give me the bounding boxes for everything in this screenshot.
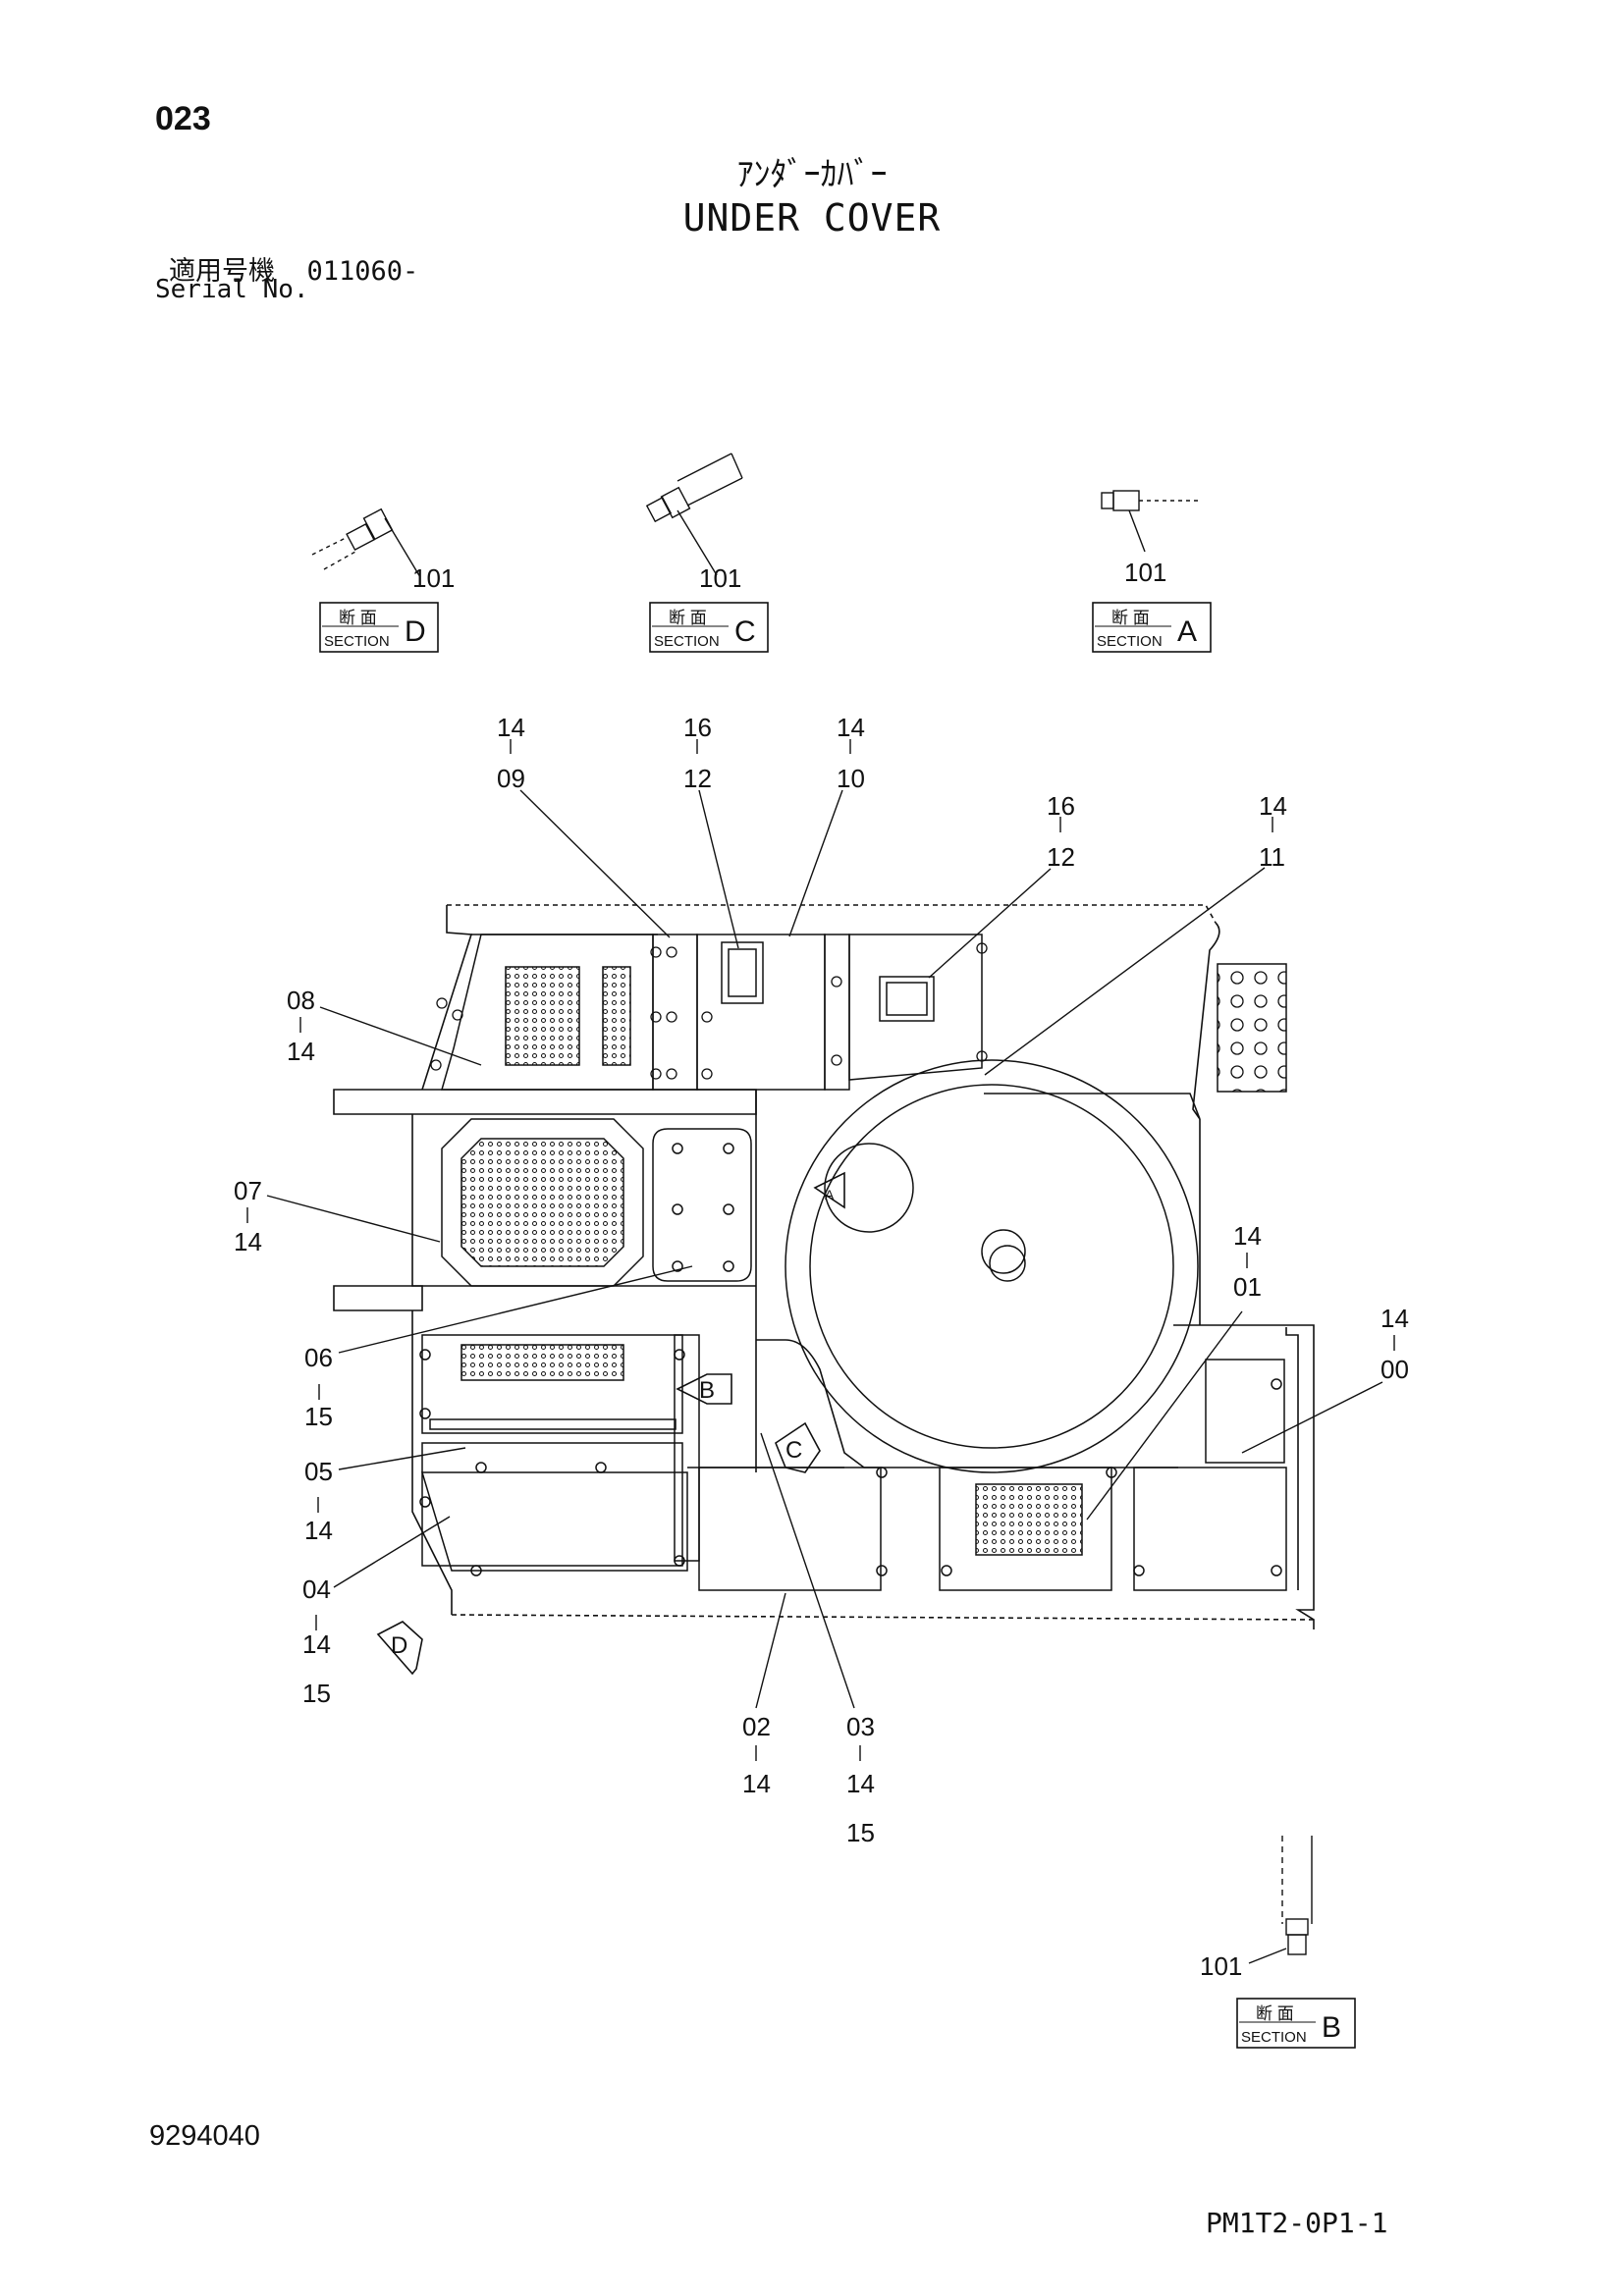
serial-label-english: Serial No.: [155, 275, 309, 304]
callout-10: 14 10: [837, 713, 865, 793]
document-number: 9294040: [149, 2120, 260, 2152]
svg-text:06: 06: [304, 1343, 333, 1372]
svg-text:02: 02: [742, 1712, 771, 1741]
callout-08: 08 14: [287, 986, 315, 1066]
section-d-label: 断 面 SECTION D: [319, 602, 439, 653]
svg-text:15: 15: [846, 1818, 875, 1847]
title-english: UNDER COVER: [682, 196, 942, 240]
swing-ring: [785, 1059, 1199, 1473]
callout-04: 04 14 15: [302, 1575, 331, 1708]
callout-03: 03 14 15: [846, 1712, 875, 1847]
section-a-jp: 断 面: [1111, 609, 1150, 627]
section-b-en: SECTION: [1241, 2029, 1307, 2046]
svg-text:03: 03: [846, 1712, 875, 1741]
svg-text:B: B: [699, 1377, 715, 1404]
svg-text:14: 14: [846, 1769, 875, 1798]
svg-text:14: 14: [302, 1629, 331, 1659]
svg-text:16: 16: [683, 713, 712, 742]
reference-code: PM1T2-0P1-1: [1206, 2207, 1388, 2239]
svg-text:01: 01: [1233, 1272, 1262, 1302]
middle-left-plates: [441, 1118, 752, 1287]
lower-left-panels: [420, 1334, 700, 1572]
svg-text:12: 12: [1047, 842, 1075, 872]
svg-text:C: C: [785, 1437, 802, 1464]
svg-text:14: 14: [1259, 791, 1287, 821]
section-c-en: SECTION: [654, 633, 720, 650]
section-c-part: 101: [699, 563, 741, 593]
svg-text:04: 04: [302, 1575, 331, 1604]
section-b-label: 断 面 SECTION B: [1236, 1998, 1356, 2049]
section-c-id: C: [734, 615, 756, 648]
section-b-jp: 断 面: [1256, 2004, 1294, 2023]
svg-text:16: 16: [1047, 791, 1075, 821]
svg-text:05: 05: [304, 1457, 333, 1486]
svg-text:14: 14: [837, 713, 865, 742]
section-d-part: 101: [412, 563, 455, 593]
section-c-jp: 断 面: [669, 609, 707, 627]
section-d-id: D: [405, 615, 426, 648]
svg-text:A: A: [825, 1187, 835, 1202]
serial-jp-label: 適用号機: [169, 256, 275, 287]
view-arrow-c: C: [775, 1421, 821, 1473]
svg-text:14: 14: [742, 1769, 771, 1798]
section-b-detail: [1248, 1836, 1313, 1964]
section-a-detail: [1101, 490, 1198, 553]
callout-12b: 16 12: [1047, 791, 1075, 872]
section-a-id: A: [1177, 615, 1197, 648]
callout-09: 14 09: [497, 713, 525, 793]
section-b-id: B: [1322, 2011, 1341, 2044]
svg-text:08: 08: [287, 986, 315, 1015]
callout-01: 14 01: [1233, 1221, 1262, 1302]
page-number: 023: [155, 100, 211, 137]
section-a-en: SECTION: [1097, 633, 1163, 650]
title-japanese: ｱﾝﾀﾞｰｶﾊﾞｰ: [736, 155, 888, 194]
svg-text:14: 14: [234, 1227, 262, 1256]
svg-text:11: 11: [1259, 842, 1285, 872]
section-a-label: 断 面 SECTION A: [1092, 602, 1212, 653]
section-c-label: 断 面 SECTION C: [649, 602, 769, 653]
callout-05: 05 14: [304, 1457, 333, 1545]
view-arrow-a: A: [813, 1171, 845, 1209]
serial-row-japanese: 適用号機 011060-: [169, 249, 418, 288]
leader-lines: [246, 739, 1395, 1761]
section-c-detail: [645, 453, 743, 576]
view-arrow-d: D: [376, 1621, 423, 1676]
svg-text:00: 00: [1380, 1355, 1409, 1384]
svg-text:14: 14: [304, 1516, 333, 1545]
svg-text:14: 14: [287, 1037, 315, 1066]
bolts-top: [430, 942, 988, 1080]
svg-text:09: 09: [497, 764, 525, 793]
top-cover-plates: [441, 934, 1287, 1093]
callout-07: 07 14: [234, 1176, 262, 1256]
svg-text:14: 14: [497, 713, 525, 742]
frame-outline: [333, 904, 1315, 1629]
callout-12a: 16 12: [683, 713, 712, 793]
section-d-jp: 断 面: [339, 609, 377, 627]
svg-text:07: 07: [234, 1176, 262, 1205]
callout-02: 02 14: [742, 1712, 771, 1798]
section-a-part: 101: [1124, 558, 1166, 587]
section-b-part: 101: [1200, 1951, 1242, 1981]
view-arrow-b: B: [676, 1373, 732, 1405]
svg-text:D: D: [391, 1632, 407, 1659]
callout-06: 06 15: [304, 1343, 333, 1431]
bottom-panels: [419, 1349, 1287, 1591]
svg-text:12: 12: [683, 764, 712, 793]
svg-text:15: 15: [304, 1402, 333, 1431]
section-d-detail: [311, 507, 421, 578]
svg-text:10: 10: [837, 764, 865, 793]
svg-text:14: 14: [1233, 1221, 1262, 1251]
svg-text:15: 15: [302, 1679, 331, 1708]
section-d-en: SECTION: [324, 633, 390, 650]
svg-text:14: 14: [1380, 1304, 1409, 1333]
callout-11: 14 11: [1259, 791, 1287, 872]
callout-00: 14 00: [1380, 1304, 1409, 1384]
serial-value: 011060-: [306, 256, 419, 287]
